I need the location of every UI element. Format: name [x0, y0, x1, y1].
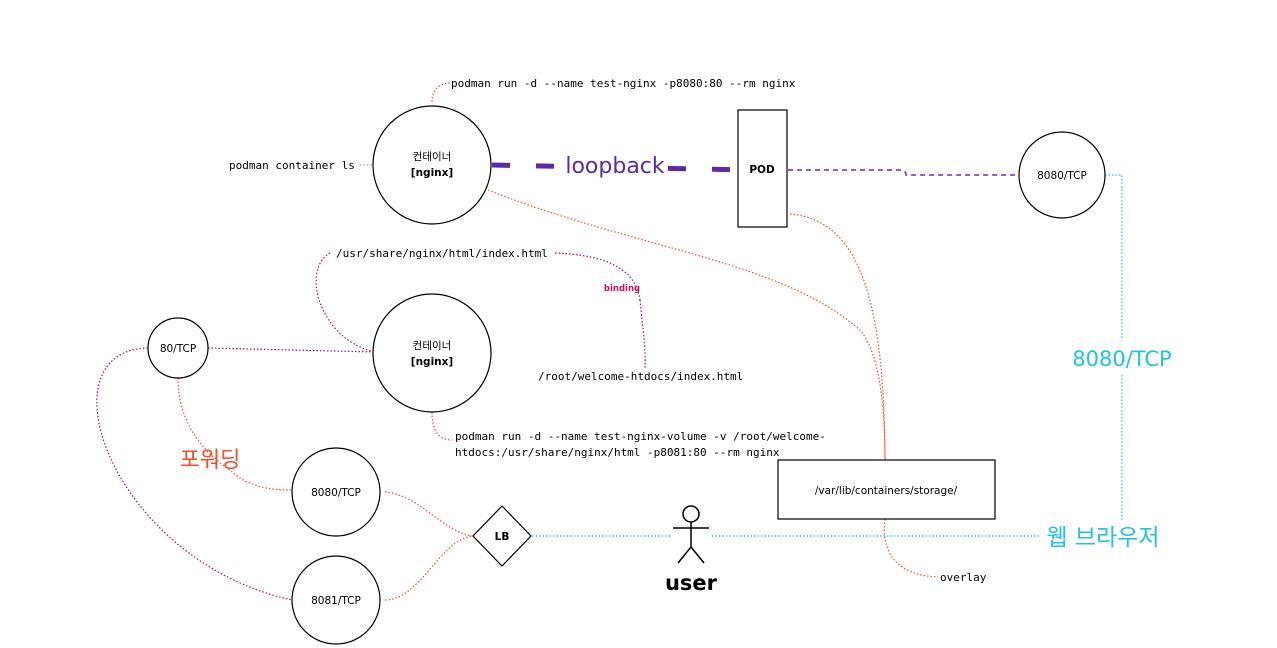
- nginx-path-to-container-link: [315, 252, 376, 353]
- forwarding-label: 포워딩: [180, 448, 241, 473]
- loopback-label: loopback: [565, 154, 665, 179]
- container-node-top-line1: 컨테이너: [413, 151, 452, 163]
- port-node-8080-left-label: 8080/TCP: [311, 487, 361, 499]
- cmd-container-ls: podman container ls: [229, 159, 355, 172]
- port-node-8080-right-label: 8080/TCP: [1037, 170, 1087, 182]
- container-node-top-line2: [nginx]: [411, 167, 453, 179]
- port-node-8080-right: [1018, 131, 1106, 219]
- binding-link-top: [554, 252, 641, 301]
- storage-to-overlay-link: [883, 518, 939, 578]
- cmd-run-volume-line1: podman run -d --name test-nginx-volume -…: [455, 430, 826, 443]
- port8081-to-lb-link: [384, 535, 473, 601]
- overlay-label: overlay: [940, 571, 987, 584]
- port-node-80-label: 80/TCP: [160, 343, 196, 355]
- connector-volume-cmd: [431, 411, 453, 441]
- lb-diamond: [472, 505, 532, 567]
- port80-to-8081-link: [96, 347, 293, 601]
- pod-to-port-link: [788, 169, 1018, 176]
- user-label: user: [665, 571, 718, 595]
- pod-label: POD: [749, 164, 775, 176]
- port80-to-container-link: [207, 347, 375, 353]
- connector-run-cmd: [431, 82, 451, 103]
- binding-link-bottom: [639, 299, 646, 369]
- container-node-mid-line1: 컨테이너: [413, 340, 452, 352]
- lb-label: LB: [495, 531, 510, 543]
- container-to-storage-link: [487, 189, 886, 461]
- port-node-8080-left: [291, 447, 381, 537]
- pod-box: [737, 109, 788, 228]
- right-port-label-bg: [1068, 340, 1176, 374]
- pod-to-storage-link: [789, 213, 886, 460]
- port-node-80: [147, 317, 209, 379]
- port-node-8081-label: 8081/TCP: [311, 595, 361, 607]
- container-node-mid-line2: [nginx]: [411, 356, 453, 368]
- cmd-run-nginx: podman run -d --name test-nginx -p8080:8…: [451, 77, 796, 90]
- port-node-8081: [291, 555, 381, 645]
- right-port-label: 8080/TCP: [1072, 347, 1171, 371]
- cmd-run-volume-line2: htdocs:/usr/share/nginx/html -p8081:80 -…: [455, 446, 780, 459]
- forwarding-link: [177, 377, 293, 491]
- storage-label: /var/lib/containers/storage/: [815, 485, 958, 497]
- user-icon: [673, 505, 709, 564]
- web-browser-label: 웹 브라우저: [1046, 525, 1159, 551]
- container-node-mid: [372, 293, 492, 413]
- binding-label: binding: [604, 284, 640, 294]
- storage-box: [777, 459, 996, 520]
- path-root-index: /root/welcome-htdocs/index.html: [538, 370, 743, 383]
- path-nginx-index: /usr/share/nginx/html/index.html: [336, 247, 548, 260]
- port8080-to-lb-link: [384, 491, 473, 537]
- loopback-label-bg: [563, 150, 667, 180]
- container-node-top: [372, 105, 492, 225]
